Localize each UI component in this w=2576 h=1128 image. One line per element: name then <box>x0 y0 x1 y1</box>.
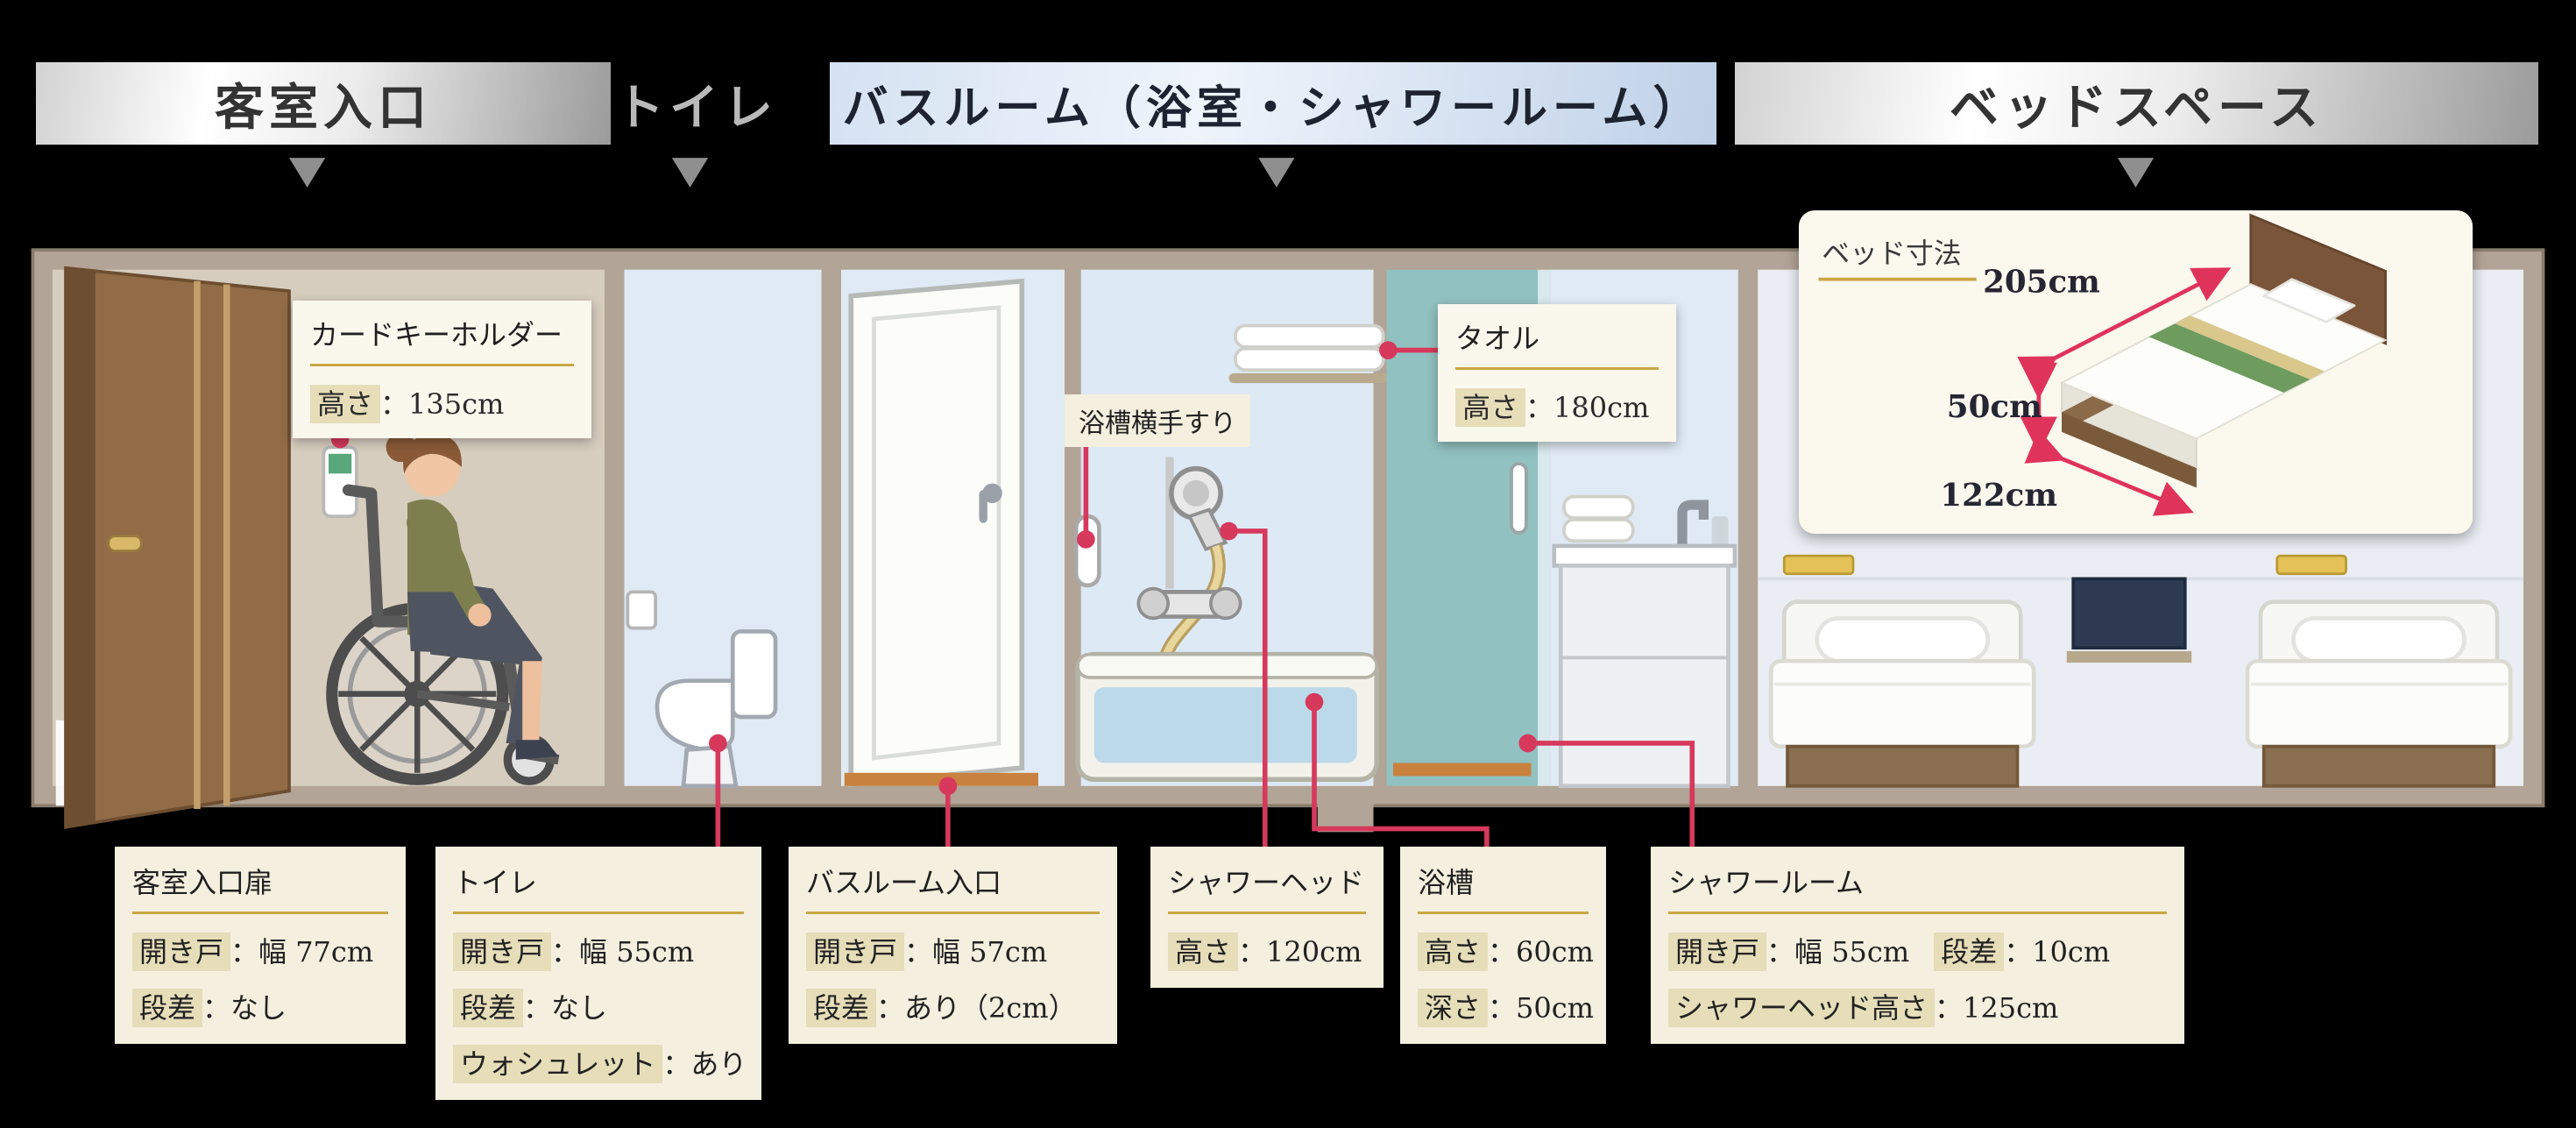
header-bed-space: ベッドスペース <box>1735 62 2538 145</box>
gold-rule <box>1418 912 1589 914</box>
callout-row: 段差：なし <box>132 986 388 1027</box>
wall-lamp-icon <box>2275 554 2347 576</box>
bath-section <box>1073 269 1391 786</box>
entrance-door-illustration <box>64 266 291 829</box>
paper-holder-icon <box>626 590 657 630</box>
bathroom-door-illustration <box>848 278 1025 787</box>
bed-dimensions-drawing: ベッド寸法 205cm 50cm 122cm <box>1818 213 2388 516</box>
towel-label: タオル 高さ：180cm <box>1438 304 1676 442</box>
card-key-holder-device <box>322 445 358 518</box>
gold-rule <box>1668 912 2167 914</box>
gold-rule <box>453 912 744 914</box>
gold-rule <box>1168 912 1366 914</box>
header-bed-space-label: ベッドスペース <box>1949 78 2325 137</box>
towels-on-shelf <box>1228 323 1391 384</box>
gold-rule <box>132 912 388 914</box>
bathtub-illustration <box>1075 651 1380 783</box>
card-key-holder-row: 高さ：135cm <box>310 382 574 423</box>
callout-row: 開き戸：幅 55cm <box>453 930 744 971</box>
callout-bathroom-entrance: バスルーム入口 開き戸：幅 57cm 段差：あり（2cm） <box>789 847 1117 1044</box>
bed-dimensions-title: ベッド寸法 <box>1822 237 1961 270</box>
wall-lamp-icon <box>1782 554 1855 576</box>
dimension-arrows <box>2017 267 2232 516</box>
callout-title: バスルーム入口 <box>806 866 1002 899</box>
callout-row: 高さ：120cm <box>1168 930 1366 971</box>
towel-title: タオル <box>1455 322 1540 355</box>
callout-row: 段差：あり（2cm） <box>806 986 1100 1027</box>
header-entrance: 客室入口 <box>36 62 611 145</box>
callout-shower-head: シャワーヘッド 高さ：120cm <box>1150 847 1384 988</box>
callout-row: 深さ：50cm <box>1418 986 1594 1027</box>
callout-row: 開き戸：幅 77cm <box>132 930 388 971</box>
callout-bathtub: 浴槽 高さ：60cm 深さ：50cm <box>1400 847 1606 1044</box>
bathroom-door-section <box>841 269 1065 787</box>
shower-step <box>1393 763 1532 777</box>
card-key-holder-title: カードキーホルダー <box>310 318 563 351</box>
header-toilet-label: トイレ <box>615 78 778 137</box>
bed-illustration <box>2245 599 2513 788</box>
bathtub-grab-bar-label: 浴槽横手すり <box>1065 394 1250 447</box>
bed-isometric-illustration <box>2059 213 2388 488</box>
callout-row: 高さ：60cm <box>1418 930 1594 971</box>
callout-title: シャワーヘッド <box>1168 866 1365 899</box>
bed-length-value: 205cm <box>1983 265 2100 301</box>
gold-rule <box>310 364 574 366</box>
gold-rule <box>1455 367 1659 370</box>
door-handle-icon <box>107 535 143 552</box>
header-toilet: トイレ <box>613 67 780 140</box>
faucet-icon <box>1677 500 1709 546</box>
callout-row: 開き戸：幅 57cm <box>806 930 1100 971</box>
callout-entrance-door: 客室入口扉 開き戸：幅 77cm 段差：なし <box>115 847 406 1044</box>
connector-lines <box>337 347 1695 848</box>
bed-width-value: 122cm <box>1940 478 2057 514</box>
callout-row: 段差：なし <box>453 986 744 1027</box>
header-entrance-label: 客室入口 <box>215 78 432 137</box>
wheelchair-user-figure <box>326 432 560 785</box>
callout-title: トイレ <box>453 866 538 899</box>
card-key-holder-label: カードキーホルダー 高さ：135cm <box>293 301 591 438</box>
callout-row: ウォシュレット：あり <box>453 1042 747 1083</box>
header-bathroom: バスルーム（浴室・シャワールーム） <box>830 62 1716 145</box>
tv-icon <box>2071 577 2187 650</box>
glass-door-handle-icon <box>1510 462 1528 535</box>
bed-dimensions-card: ベッド寸法 205cm 50cm 122cm <box>1799 210 2473 534</box>
callout-title: 浴槽 <box>1418 866 1475 899</box>
door-threshold-step <box>844 772 1038 786</box>
gold-rule <box>806 912 1100 914</box>
towel-row: 高さ：180cm <box>1455 386 1659 427</box>
toilet-section <box>624 269 822 789</box>
callout-row: シャワーヘッド高さ：125cm <box>1668 986 2167 1027</box>
header-pointer-icons <box>289 158 2155 188</box>
callout-title: シャワールーム <box>1668 866 1865 899</box>
connector-dots <box>330 341 1538 796</box>
callout-title: 客室入口扉 <box>132 866 273 899</box>
bed-height-value: 50cm <box>1947 389 2042 425</box>
bed-illustration <box>1768 599 2036 788</box>
callout-toilet: トイレ 開き戸：幅 55cm 段差：なし ウォシュレット：あり <box>435 847 761 1100</box>
header-bathroom-label: バスルーム（浴室・シャワールーム） <box>842 81 1704 135</box>
